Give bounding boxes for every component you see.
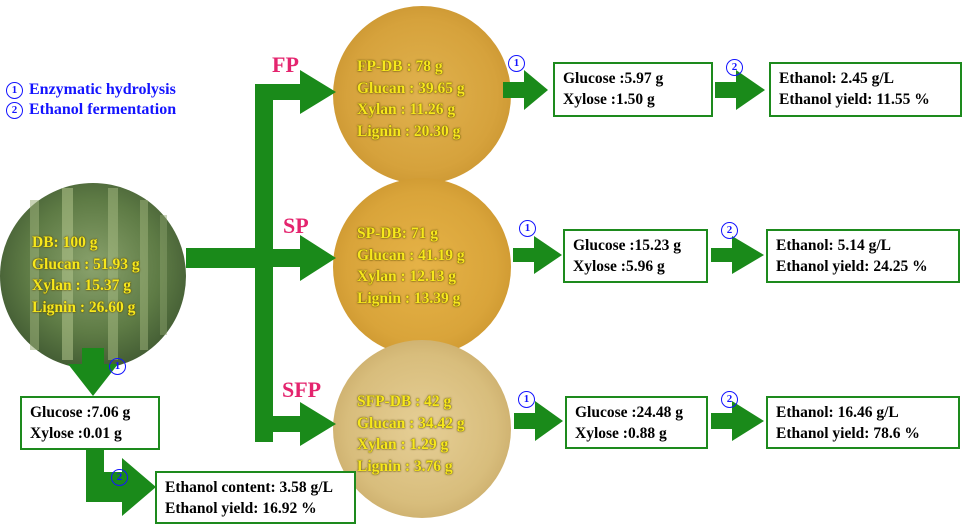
composition-line: FP-DB : 78 g <box>357 58 443 75</box>
fp-fermentation-box: Ethanol: 2.45 g/L Ethanol yield: 11.55 % <box>769 62 962 117</box>
step-1-icon: 1 <box>109 358 126 375</box>
legend-item-ethanol-fermentation: 2 Ethanol fermentation <box>6 100 176 120</box>
ethanol-value: Ethanol: 2.45 g/L <box>779 70 894 87</box>
composition-line: Glucan : 34.42 g <box>357 414 465 432</box>
ethanol-yield-value: Ethanol yield: 78.6 % <box>776 425 920 442</box>
sfp-hydrolysis-box: Glucose :24.48 g Xylose :0.88 g <box>565 396 708 449</box>
step-1-icon: 1 <box>6 82 23 99</box>
composition-line: Lignin : 26.60 g <box>32 298 136 316</box>
xylose-value: Xylose :0.01 g <box>30 425 122 442</box>
composition-line: DB: 100 g <box>32 234 98 251</box>
sp-fermentation-box: Ethanol: 5.14 g/L Ethanol yield: 24.25 % <box>766 229 960 283</box>
sfp-fermentation-box: Ethanol: 16.46 g/L Ethanol yield: 78.6 % <box>766 396 960 449</box>
ethanol-value: Ethanol: 16.46 g/L <box>776 404 899 421</box>
sp-composition: SP-DB: 71 g Glucan : 41.19 g Xylan : 12.… <box>357 223 465 309</box>
composition-line: SP-DB: 71 g <box>357 225 438 242</box>
ethanol-content-value: Ethanol content: 3.58 g/L <box>165 479 333 496</box>
composition-line: Xylan : 1.29 g <box>357 436 449 453</box>
glucose-value: Glucose :7.06 g <box>30 404 131 421</box>
bamboo-image <box>0 183 186 369</box>
branch-arrows <box>186 70 336 446</box>
sfp-label: SFP <box>282 377 322 402</box>
fp-label: FP <box>272 52 299 77</box>
glucose-value: Glucose :24.48 g <box>575 404 684 421</box>
xylose-value: Xylose :1.50 g <box>563 91 655 108</box>
raw-fermentation-box: Ethanol content: 3.58 g/L Ethanol yield:… <box>155 471 356 524</box>
glucose-value: Glucose :5.97 g <box>563 70 664 87</box>
flow-arrows <box>68 70 765 516</box>
step-2-icon: 2 <box>6 102 23 119</box>
sfp-composition: SFP-DB : 42 g Glucan : 34.42 g Xylan : 1… <box>357 391 465 477</box>
fp-powder-image <box>333 6 511 184</box>
step-1-icon: 1 <box>518 391 535 408</box>
composition-line: Lignin : 13.39 g <box>357 289 461 307</box>
step-2-icon: 2 <box>721 391 738 408</box>
step-2-icon: 2 <box>721 222 738 239</box>
raw-composition: DB: 100 g Glucan : 51.93 g Xylan : 15.37… <box>32 232 140 318</box>
composition-line: SFP-DB : 42 g <box>357 393 452 410</box>
sp-powder-image <box>333 178 511 356</box>
glucose-value: Glucose :15.23 g <box>573 237 682 254</box>
legend-label: Enzymatic hydrolysis <box>29 81 176 98</box>
xylose-value: Xylose :5.96 g <box>573 258 665 275</box>
composition-line: Lignin : 3.76 g <box>357 457 453 475</box>
step-2-icon: 2 <box>726 59 743 76</box>
composition-line: Glucan : 39.65 g <box>357 79 465 97</box>
step-2-icon: 2 <box>111 469 128 486</box>
ethanol-yield-value: Ethanol yield: 11.55 % <box>779 91 930 108</box>
raw-hydrolysis-box: Glucose :7.06 g Xylose :0.01 g <box>20 396 160 450</box>
composition-line: Xylan : 12.13 g <box>357 268 457 285</box>
composition-line: Glucan : 41.19 g <box>357 246 465 264</box>
fp-hydrolysis-box: Glucose :5.97 g Xylose :1.50 g <box>553 62 713 117</box>
composition-line: Glucan : 51.93 g <box>32 255 140 273</box>
ethanol-yield-value: Ethanol yield: 24.25 % <box>776 258 928 275</box>
composition-line: Xylan : 11.26 g <box>357 101 456 118</box>
step-1-icon: 1 <box>519 220 536 237</box>
xylose-value: Xylose :0.88 g <box>575 425 667 442</box>
step-1-icon: 1 <box>508 55 525 72</box>
composition-line: Xylan : 15.37 g <box>32 277 132 294</box>
legend-label: Ethanol fermentation <box>29 101 177 118</box>
legend: 1 Enzymatic hydrolysis 2 Ethanol fermentat… <box>6 80 176 120</box>
composition-line: Lignin : 20.30 g <box>357 122 461 140</box>
fp-composition: FP-DB : 78 g Glucan : 39.65 g Xylan : 11… <box>357 56 465 142</box>
legend-item-enzymatic-hydrolysis: 1 Enzymatic hydrolysis <box>6 80 176 100</box>
sp-label: SP <box>283 213 309 238</box>
sfp-powder-image <box>333 340 511 518</box>
sp-hydrolysis-box: Glucose :15.23 g Xylose :5.96 g <box>563 229 708 283</box>
ethanol-value: Ethanol: 5.14 g/L <box>776 237 891 254</box>
ethanol-yield-value: Ethanol yield: 16.92 % <box>165 500 317 517</box>
